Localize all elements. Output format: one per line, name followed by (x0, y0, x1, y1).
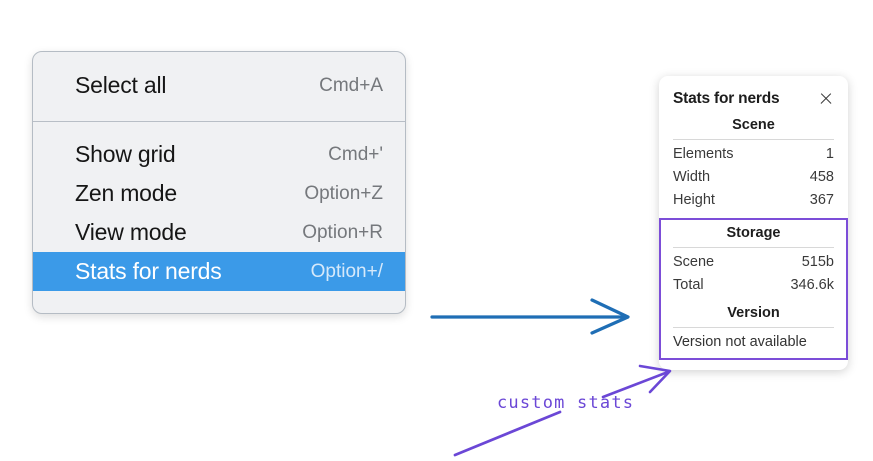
close-icon[interactable] (818, 91, 834, 107)
storage-divider (673, 247, 834, 248)
menu-item-label: View mode (75, 219, 187, 245)
stat-key: Height (673, 191, 715, 208)
stat-row-storage-scene: Scene 515b (673, 250, 834, 273)
stat-key: Elements (673, 145, 734, 162)
custom-stats-highlight-box: Storage Scene 515b Total 346.6k Version … (659, 218, 848, 360)
blue-arrow (430, 298, 630, 335)
menu-item-shortcut: Option+R (302, 221, 383, 243)
panel-title: Stats for nerds (673, 90, 780, 107)
scene-section: Scene Elements 1 Width 458 Height 367 (659, 108, 848, 211)
scene-divider (673, 139, 834, 140)
scene-heading: Scene (732, 117, 775, 133)
context-menu[interactable]: Select all Cmd+A Show grid Cmd+' Zen mod… (32, 51, 406, 314)
stats-for-nerds-panel: Stats for nerds Scene Elements 1 Width 4… (659, 76, 848, 370)
menu-item-zen-mode[interactable]: Zen mode Option+Z (33, 174, 405, 213)
menu-item-view-mode[interactable]: View mode Option+R (33, 213, 405, 252)
menu-item-show-grid[interactable]: Show grid Cmd+' (33, 135, 405, 174)
version-heading: Version (727, 305, 780, 321)
menu-bottom-padding (33, 291, 405, 313)
menu-item-shortcut: Option+Z (304, 182, 383, 204)
panel-header: Stats for nerds (659, 88, 848, 108)
menu-item-label: Zen mode (75, 180, 177, 206)
menu-section-1: Select all Cmd+A (33, 52, 405, 121)
stat-value: 458 (809, 168, 834, 185)
version-divider (673, 327, 834, 328)
menu-item-shortcut: Option+/ (310, 260, 383, 282)
menu-item-label: Select all (75, 72, 167, 98)
menu-section-2: Show grid Cmd+' Zen mode Option+Z View m… (33, 121, 405, 313)
stat-value: 346.6k (790, 276, 834, 293)
stat-key: Total (673, 276, 704, 293)
menu-item-stats-for-nerds[interactable]: Stats for nerds Option+/ (33, 252, 405, 291)
purple-tail-line (453, 410, 562, 457)
menu-item-label: Stats for nerds (75, 258, 222, 284)
stat-key: Width (673, 168, 711, 185)
stat-value: 515b (801, 253, 834, 270)
stat-row-elements: Elements 1 (673, 142, 834, 165)
stat-key: Scene (673, 253, 715, 270)
stat-value: 367 (809, 191, 834, 208)
version-text: Version not available (673, 334, 807, 350)
stat-row-storage-total: Total 346.6k (673, 273, 834, 296)
stat-row-height: Height 367 (673, 188, 834, 211)
menu-item-shortcut: Cmd+A (319, 74, 383, 96)
stat-value: 1 (825, 145, 834, 162)
storage-heading: Storage (726, 225, 781, 241)
menu-item-label: Show grid (75, 141, 176, 167)
menu-item-select-all[interactable]: Select all Cmd+A (33, 66, 405, 105)
annotation-label-custom-stats: custom stats (497, 393, 635, 413)
stat-row-width: Width 458 (673, 165, 834, 188)
menu-item-shortcut: Cmd+' (328, 143, 383, 165)
